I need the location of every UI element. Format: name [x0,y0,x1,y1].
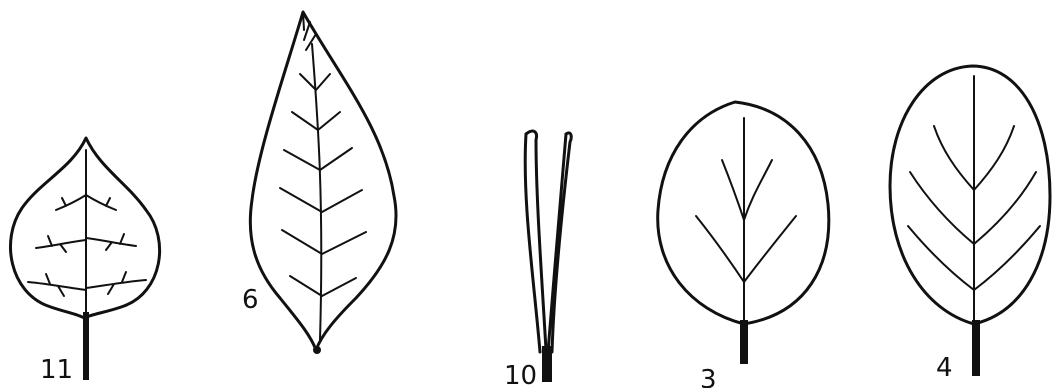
leaf-11-stem [83,312,89,380]
leaf-10-needle-right [548,133,571,352]
leaf-11: 11 [10,138,159,385]
leaf-3-veins [696,118,796,322]
leaf-10-label: 10 [504,361,537,388]
leaf-4-outline [890,66,1050,324]
leaf-3-stem [740,320,748,364]
leaf-3: 3 [658,102,829,388]
leaf-10-needle-left [525,131,546,352]
leaf-10: 10 [504,131,571,388]
leaf-4-label: 4 [936,353,953,383]
leaf-6-stem [313,346,321,354]
leaf-6-outline [250,12,396,350]
leaf-3-label: 3 [700,365,717,388]
leaf-4-veins [908,76,1040,322]
leaf-4: 4 [890,66,1050,383]
leaf-11-label: 11 [40,355,73,385]
leaf-6-veins [280,44,366,340]
leaf-11-veins [28,150,146,312]
leaf-4-stem [972,320,980,376]
leaf-6: 6 [242,12,396,354]
leaf-6-label: 6 [242,285,259,315]
leaf-10-sheath [542,346,552,382]
